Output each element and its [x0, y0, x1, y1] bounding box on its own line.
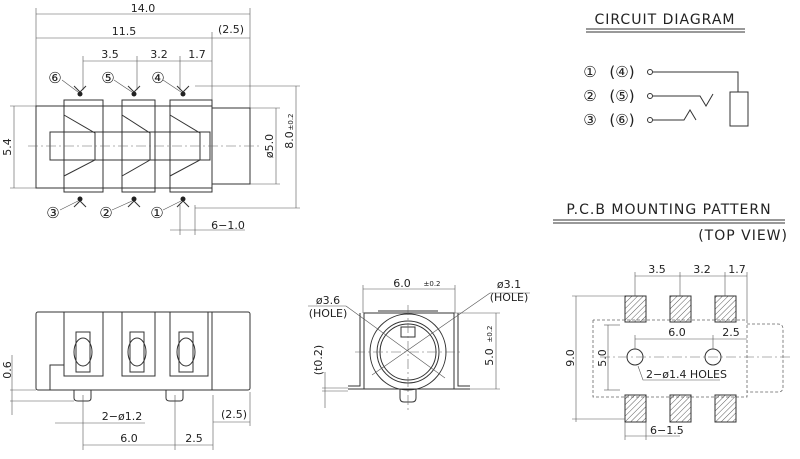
pin-5-label: ⑤ [101, 69, 114, 87]
pcb-holes-label: 2−ø1.4 HOLES [646, 368, 727, 381]
dim-pin-width: 6−1.0 [211, 219, 245, 232]
pin-2-label: ② [99, 204, 112, 222]
pcb-pad-width: 6−1.5 [650, 424, 684, 437]
pcb-dim-pitch-1: 3.5 [648, 263, 666, 276]
pin-1-label: ① [150, 204, 163, 222]
dim-peg-edge: 2.5 [185, 432, 203, 445]
top-dimension-lines [10, 8, 300, 235]
pcb-dim-pitch-2: 3.2 [693, 263, 711, 276]
peg-label: 2−ø1.2 [102, 410, 142, 423]
outer-hole-note: (HOLE) [309, 307, 348, 320]
dim-front-width-tol: ±0.2 [424, 280, 441, 288]
top-view: 14.0 11.5 (2.5) 3.5 3.2 1.7 5.4 ø5.0 8.0… [1, 2, 300, 235]
pcb-title: P.C.B MOUNTING PATTERN [566, 202, 771, 218]
inner-hole-note: (HOLE) [490, 291, 529, 304]
circuit-row-3-pin: ③ [583, 111, 596, 129]
dim-width-tolerance: ±0.2 [287, 114, 295, 131]
front-view: 6.0 ±0.2 ø3.6 (HOLE) ø3.1 (HOLE) (t0.2) … [308, 277, 530, 410]
pcb-dim-pitch-3: 1.7 [728, 263, 746, 276]
dim-peg-spacing: 6.0 [120, 432, 138, 445]
dim-nose-length: (2.5) [218, 23, 244, 36]
pcb-dim-pad-span: 9.0 [564, 349, 577, 367]
pcb-pads [624, 295, 737, 423]
circuit-title: CIRCUIT DIAGRAM [595, 12, 736, 28]
pcb-dim-body: 5.0 [596, 349, 609, 367]
thickness-label: (t0.2) [312, 345, 325, 375]
dim-diameter: ø5.0 [263, 134, 276, 158]
pcb-subtitle: (TOP VIEW) [698, 228, 788, 244]
inner-hole-dim: ø3.1 [497, 278, 521, 291]
circuit-schematic [647, 69, 749, 127]
circuit-diagram: CIRCUIT DIAGRAM ① (④) ② (⑤) ③ (⑥) [583, 12, 749, 129]
pcb-pattern: 3.5 3.2 1.7 6.0 2.5 9.0 5.0 2−ø1.4 HOLES… [564, 263, 790, 440]
dim-peg-height: 0.6 [1, 361, 14, 379]
dim-body-length: 11.5 [112, 25, 137, 38]
pcb-dim-hole-edge: 2.5 [722, 326, 740, 339]
circuit-row-2-pin: ② [583, 87, 596, 105]
dim-total-length: 14.0 [131, 2, 156, 15]
dim-front-height-tol: ±0.2 [486, 326, 494, 343]
dim-pitch-2: 3.2 [150, 48, 168, 61]
pin-6-label: ⑥ [48, 69, 61, 87]
circuit-row-3-alt: (⑥) [609, 111, 634, 129]
circuit-row-1-alt: (④) [609, 63, 634, 81]
dim-nose: (2.5) [221, 408, 247, 421]
pcb-dim-hole-spacing: 6.0 [668, 326, 686, 339]
solder-tabs [59, 79, 190, 211]
dim-pitch-3: 1.7 [188, 48, 206, 61]
pin-3-label: ③ [46, 204, 59, 222]
dim-height: 5.4 [1, 138, 14, 156]
circuit-row-2-alt: (⑤) [609, 87, 634, 105]
side-view: 0.6 2−ø1.2 (2.5) 6.0 2.5 [1, 311, 251, 450]
pin-4-label: ④ [151, 69, 164, 87]
dim-front-height: 5.0 [483, 348, 496, 366]
dim-width: 8.0 [283, 131, 296, 149]
circuit-row-1-pin: ① [583, 63, 596, 81]
dim-front-width: 6.0 [393, 277, 411, 290]
outer-hole-dim: ø3.6 [316, 294, 340, 307]
dim-pitch-1: 3.5 [101, 48, 119, 61]
